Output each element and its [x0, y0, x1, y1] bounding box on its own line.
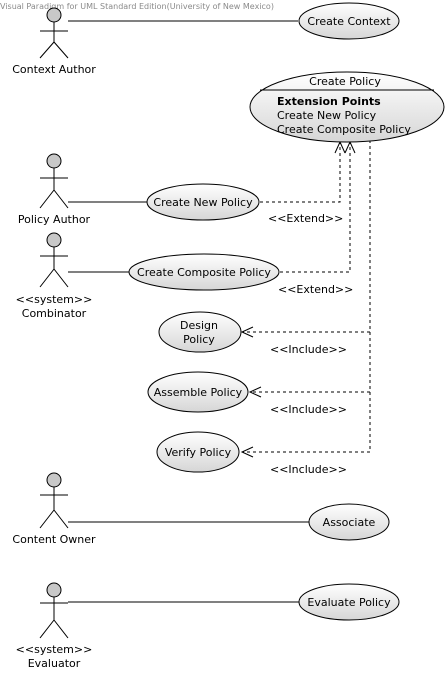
use-case-label: Policy — [183, 333, 215, 346]
extend-label: <<Extend>> — [278, 283, 353, 296]
extend-connector — [280, 142, 351, 273]
actor-stereotype: <<system>> — [16, 293, 93, 306]
use-case-label: Associate — [323, 516, 376, 529]
use-case-design-policy[interactable]: Design Policy — [158, 311, 242, 353]
use-case-label: Verify Policy — [165, 446, 232, 459]
arrowhead-icon — [248, 386, 262, 398]
actor-figure-icon — [39, 7, 69, 59]
actor-policy-author[interactable]: Policy Author — [18, 153, 91, 226]
use-case-label: Create New Policy — [153, 196, 253, 209]
use-case-label: Design — [180, 319, 218, 332]
actor-label: Evaluator — [28, 657, 81, 670]
actor-label: Content Owner — [12, 533, 96, 546]
use-case-create-context[interactable]: Create Context — [298, 2, 400, 40]
actor-evaluator[interactable]: <<system>> Evaluator — [16, 582, 93, 670]
extend-connector — [260, 142, 341, 203]
extension-points-title: Extension Points — [277, 95, 381, 108]
include-label: <<Include>> — [270, 343, 347, 356]
use-case-verify-policy[interactable]: Verify Policy — [156, 431, 240, 473]
use-case-create-composite-policy[interactable]: Create Composite Policy — [128, 253, 280, 291]
actor-context-author[interactable]: Context Author — [12, 7, 96, 76]
arrowhead-icon — [240, 446, 254, 458]
use-case-label: Evaluate Policy — [307, 596, 391, 609]
use-case-label: Create Policy — [309, 75, 381, 88]
arrowhead-icon — [240, 326, 254, 338]
use-case-evaluate-policy[interactable]: Evaluate Policy — [298, 583, 400, 621]
use-case-label: Create Context — [307, 15, 391, 28]
use-case-associate[interactable]: Associate — [308, 503, 390, 541]
extend-label: <<Extend>> — [268, 212, 343, 225]
use-case-assemble-policy[interactable]: Assemble Policy — [147, 371, 249, 413]
actor-figure-icon — [39, 472, 69, 529]
include-label: <<Include>> — [270, 403, 347, 416]
actor-figure-icon — [39, 153, 69, 209]
actor-figure-icon — [39, 232, 69, 288]
actor-label: Combinator — [22, 307, 87, 320]
actor-content-owner[interactable]: Content Owner — [12, 472, 96, 546]
extension-point: Create Composite Policy — [277, 123, 411, 136]
extension-point: Create New Policy — [277, 109, 377, 122]
use-case-label: Create Composite Policy — [137, 266, 271, 279]
use-case-create-new-policy[interactable]: Create New Policy — [146, 183, 260, 221]
use-case-create-policy[interactable]: Create Policy Extension Points Create Ne… — [249, 71, 445, 143]
include-label: <<Include>> — [270, 463, 347, 476]
actor-label: Context Author — [12, 63, 96, 76]
actor-combinator[interactable]: <<system>> Combinator — [16, 232, 93, 320]
actor-label: Policy Author — [18, 213, 91, 226]
use-case-label: Assemble Policy — [154, 386, 243, 399]
watermark-text: Visual Paradigm for UML Standard Edition… — [0, 2, 274, 11]
actor-figure-icon — [39, 582, 69, 639]
actor-stereotype: <<system>> — [16, 643, 93, 656]
